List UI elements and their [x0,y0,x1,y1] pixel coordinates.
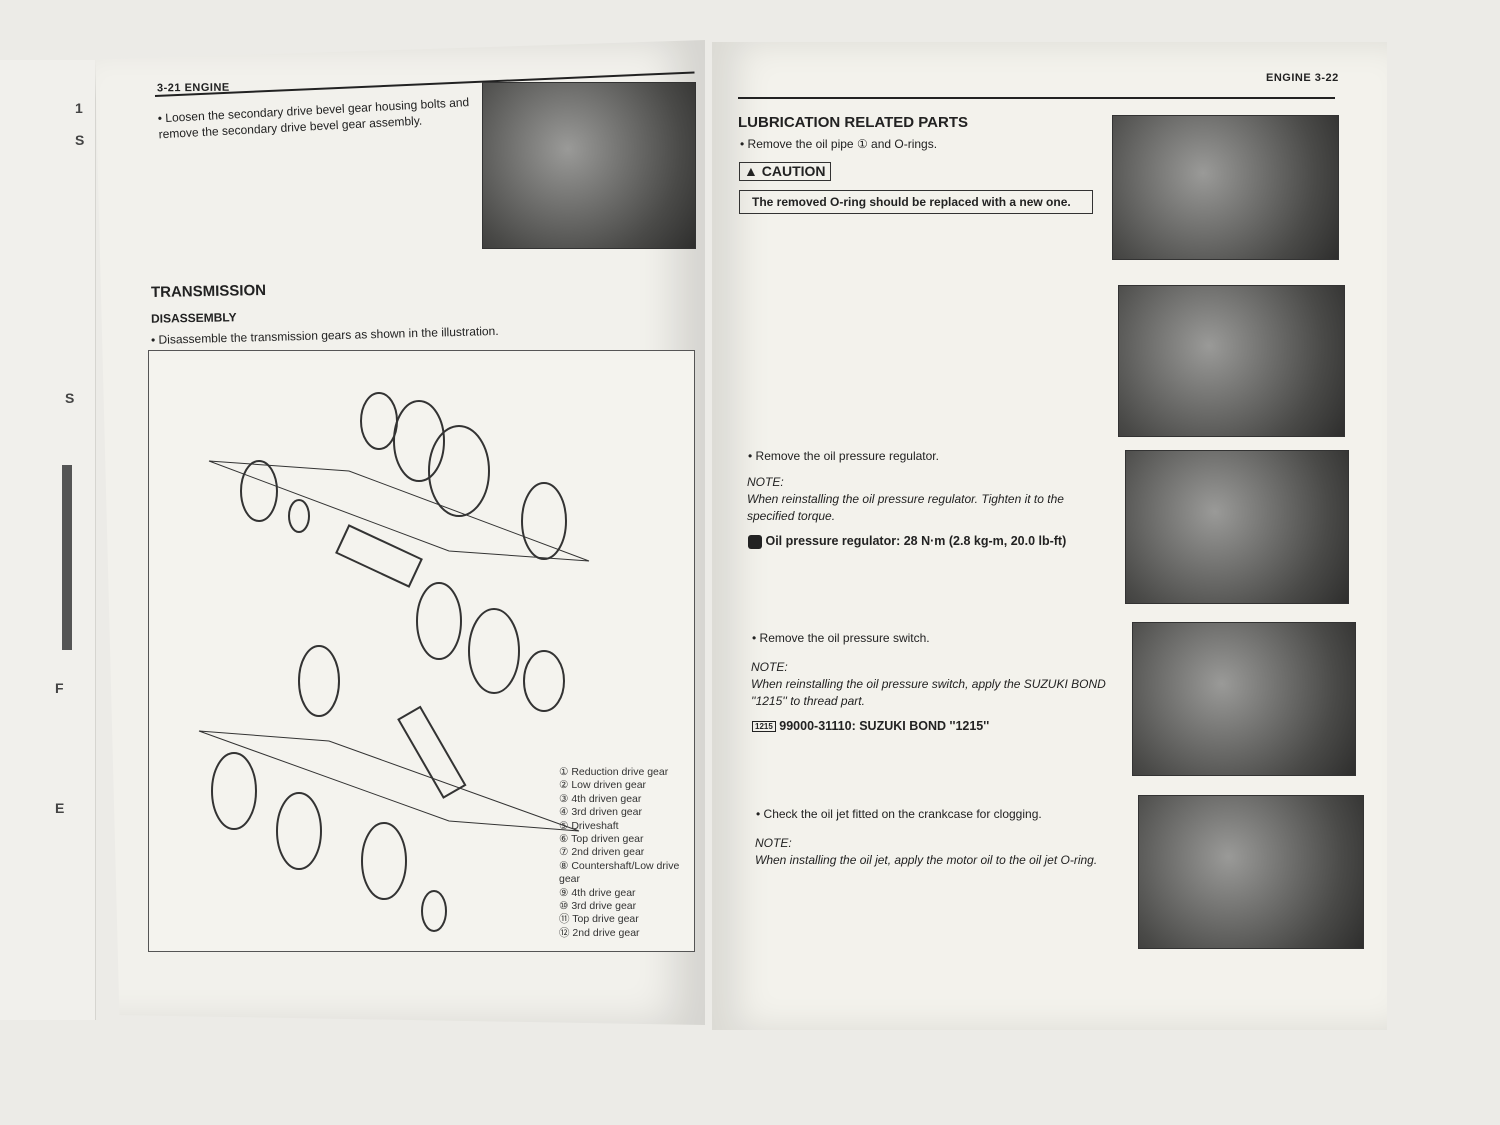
bond-spec: 1215 99000-31110: SUZUKI BOND ''1215'' [752,719,989,733]
note: NOTE:When installing the oil jet, apply … [755,836,1098,867]
caution-label: ▲ CAUTION [739,162,831,181]
section-title: TRANSMISSION [150,281,267,302]
crankcase-photo [1118,285,1345,437]
parts-legend: ① Reduction drive gear ② Low driven gear… [559,766,680,939]
bullet-text: • Check the oil jet fitted on the crankc… [756,807,1042,821]
bullet-text: • Remove the oil pipe ① and O-rings. [740,137,938,151]
warning-triangle-icon: ▲ [744,163,758,179]
oil-pressure-regulator-photo [1125,450,1349,604]
note: NOTE:When reinstalling the oil pressure … [751,660,1106,708]
note: NOTE:When reinstalling the oil pressure … [747,475,1064,523]
oil-pressure-switch-photo [1132,622,1356,776]
subsection-title: DISASSEMBLY [150,310,237,326]
caution-box: The removed O-ring should be replaced wi… [739,190,1093,214]
bullet-text: • Remove the oil pressure regulator. [748,449,939,463]
gear-illustration [198,392,590,932]
torque-wrench-icon [748,534,762,549]
page-header: ENGINE 3-22 [1266,72,1339,84]
section-title: LUBRICATION RELATED PARTS [738,114,968,131]
bond-tube-icon: 1215 [752,721,776,733]
oil-pipe-photo [1112,115,1339,260]
oil-jet-photo [1138,795,1364,949]
torque-spec: Oil pressure regulator: 28 N·m (2.8 kg-m… [748,534,1066,549]
gear-housing-photo [482,82,696,249]
transmission-exploded-diagram: ① Reduction drive gear ② Low driven gear… [148,350,695,952]
bullet-text: • Remove the oil pressure switch. [752,631,930,645]
header-rule [738,97,1335,99]
underlying-page: 1 S S F E [0,60,96,1020]
